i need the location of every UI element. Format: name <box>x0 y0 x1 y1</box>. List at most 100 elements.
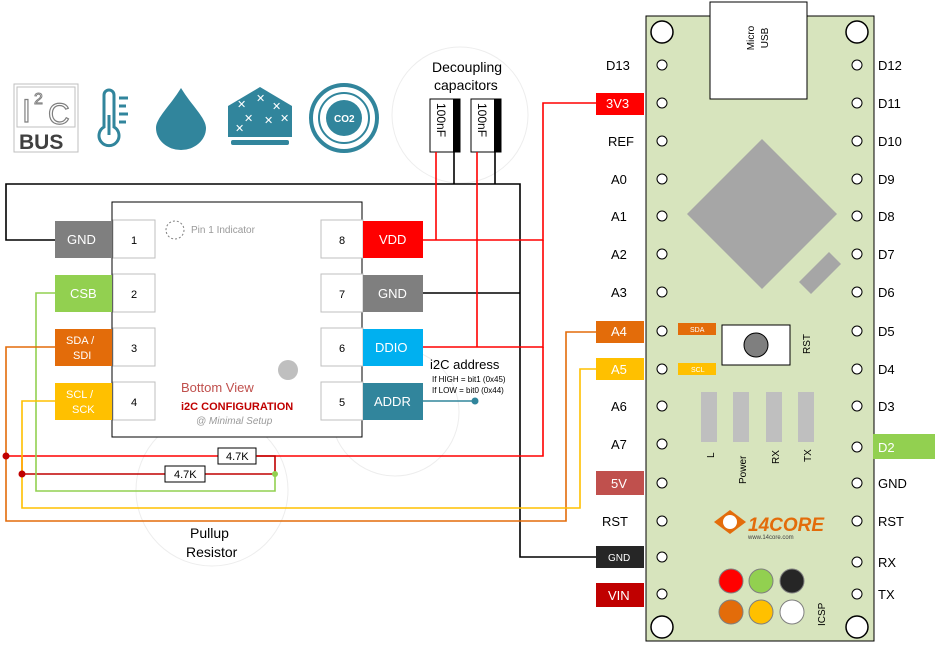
pin-label-gnd-left: GND <box>67 232 96 247</box>
pin-label-scl-1: SCL / <box>66 389 94 401</box>
board-pin-d10: D10 <box>878 134 902 149</box>
pin1-indicator-dot <box>165 220 185 240</box>
pad-number-8: 8 <box>339 235 345 247</box>
svg-text:✕: ✕ <box>256 93 265 105</box>
sda-tag: SDA <box>690 327 705 334</box>
status-leds <box>701 392 814 442</box>
i2c-address-note: i2C address If HIGH = bit1 (0x45) If LOW… <box>430 357 506 395</box>
micro-usb-port: Micro USB <box>709 1 808 100</box>
board-pin-rst-right: RST <box>878 514 904 529</box>
led-label-rx: RX <box>771 450 782 464</box>
board-pin-d5: D5 <box>878 324 895 339</box>
board-pin-vin: VIN <box>608 588 630 603</box>
i2c-address-low: If LOW = bit0 (0x44) <box>432 386 504 395</box>
pad-number-3: 3 <box>131 343 137 355</box>
board-pin-d7: D7 <box>878 247 895 262</box>
pin-label-ddio: DDIO <box>375 340 408 355</box>
co2-label: CO2 <box>334 114 355 125</box>
board-pin-rst-left: RST <box>602 514 628 529</box>
svg-text:✕: ✕ <box>237 99 246 111</box>
resistor-1-value: 4.7K <box>226 451 249 463</box>
minimal-setup-label: @ Minimal Setup <box>196 416 273 427</box>
capacitor-2: 100nF <box>470 98 502 153</box>
led-label-tx: TX <box>803 449 814 462</box>
board-right-labels: D12 D11 D10 D9 D8 D7 D6 D5 D4 D3 D2 GND … <box>873 58 935 602</box>
usb-label-2: USB <box>760 27 771 48</box>
co2-icon: CO2 <box>309 83 379 153</box>
reset-button[interactable] <box>721 324 791 366</box>
pullup-label-1: Pullup <box>190 525 229 541</box>
pin-label-vdd: VDD <box>379 232 406 247</box>
pin-label-sda-1: SDA / <box>66 335 95 347</box>
board-pin-d4: D4 <box>878 362 895 377</box>
board-pin-a3: A3 <box>611 285 627 300</box>
board-pin-a7: A7 <box>611 437 627 452</box>
board-pin-a5: A5 <box>611 362 627 377</box>
board-pin-gnd-left: GND <box>608 553 630 564</box>
board-pin-d9: D9 <box>878 172 895 187</box>
board-pin-rx: RX <box>878 555 896 570</box>
pin-label-gnd-right: GND <box>378 286 407 301</box>
svg-text:✕: ✕ <box>280 113 289 125</box>
wire-junctions <box>2 397 479 478</box>
humidity-drop-icon <box>156 88 206 150</box>
pad-number-7: 7 <box>339 289 345 301</box>
i2c-letter-2: 2 <box>34 91 43 108</box>
pad-number-1: 1 <box>131 235 137 247</box>
pin-label-sda-2: SDI <box>73 350 91 362</box>
i2c-letter-i: I <box>22 93 31 129</box>
resistor-1: 4.7K <box>217 447 257 465</box>
sensor-port-dot <box>278 360 298 380</box>
wires <box>5 102 596 558</box>
resistor-2: 4.7K <box>164 465 206 483</box>
logo-url: www.14core.com <box>747 535 794 541</box>
icsp-label: ICSP <box>817 602 828 626</box>
board-pin-gnd-right: GND <box>878 476 907 491</box>
sensor-right-labels: VDD GND DDIO ADDR <box>363 221 423 420</box>
scl-tag: SCL <box>691 367 705 374</box>
pin-label-csb: CSB <box>70 286 97 301</box>
board-pin-3v3: 3V3 <box>606 96 629 111</box>
sensor-pad-numbers: 1 2 3 4 8 7 6 5 <box>112 219 364 421</box>
board-pin-d3: D3 <box>878 399 895 414</box>
microcontroller-board: Micro USB SDA SCL <box>645 1 875 642</box>
board-left-labels: D13 3V3 REF A0 A1 A2 A3 A4 A5 A6 A7 5V R… <box>596 58 644 607</box>
pin-label-scl-2: SCK <box>72 404 95 416</box>
capacitor-2-value: 100nF <box>475 103 489 137</box>
board-pin-d12: D12 <box>878 58 902 73</box>
thermometer-icon <box>97 88 128 148</box>
svg-text:✕: ✕ <box>264 115 273 127</box>
board-pin-tx: TX <box>878 587 895 602</box>
board-pin-a6: A6 <box>611 399 627 414</box>
rst-button-label: RST <box>802 334 813 354</box>
board-pin-d8: D8 <box>878 209 895 224</box>
capacitor-1-value: 100nF <box>434 103 448 137</box>
mcu-chip <box>687 139 841 294</box>
sensor-left-labels: GND CSB SDA / SDI SCL / SCK <box>55 221 112 420</box>
pad-number-2: 2 <box>131 289 137 301</box>
logo-text: 14CORE <box>748 515 825 536</box>
i2c-address-high: If HIGH = bit1 (0x45) <box>432 375 506 384</box>
svg-text:✕: ✕ <box>272 101 281 113</box>
board-pin-d11: D11 <box>878 96 901 111</box>
svg-text:✕: ✕ <box>244 113 253 125</box>
usb-label-1: Micro <box>746 25 757 50</box>
pad-number-5: 5 <box>339 397 345 409</box>
board-pin-d2: D2 <box>878 440 895 455</box>
i2c-config-label: i2C CONFIGURATION <box>181 401 293 413</box>
board-pin-d6: D6 <box>878 285 895 300</box>
board-pin-a4: A4 <box>611 324 627 339</box>
board-pin-d13: D13 <box>606 58 630 73</box>
i2c-bus-text: BUS <box>19 131 63 154</box>
board-pin-ref: REF <box>608 134 634 149</box>
resistor-2-value: 4.7K <box>174 469 197 481</box>
pin1-indicator-label: Pin 1 Indicator <box>191 225 256 236</box>
air-quality-house-icon: ✕ ✕ ✕ ✕ ✕ ✕ ✕ <box>228 87 292 145</box>
icsp-header <box>718 568 805 625</box>
svg-text:✕: ✕ <box>235 123 244 135</box>
capacitor-1: 100nF <box>429 98 461 153</box>
14core-logo: 14CORE www.14core.com <box>714 510 825 541</box>
pin-label-addr: ADDR <box>374 394 411 409</box>
i2c-address-title: i2C address <box>430 357 500 372</box>
